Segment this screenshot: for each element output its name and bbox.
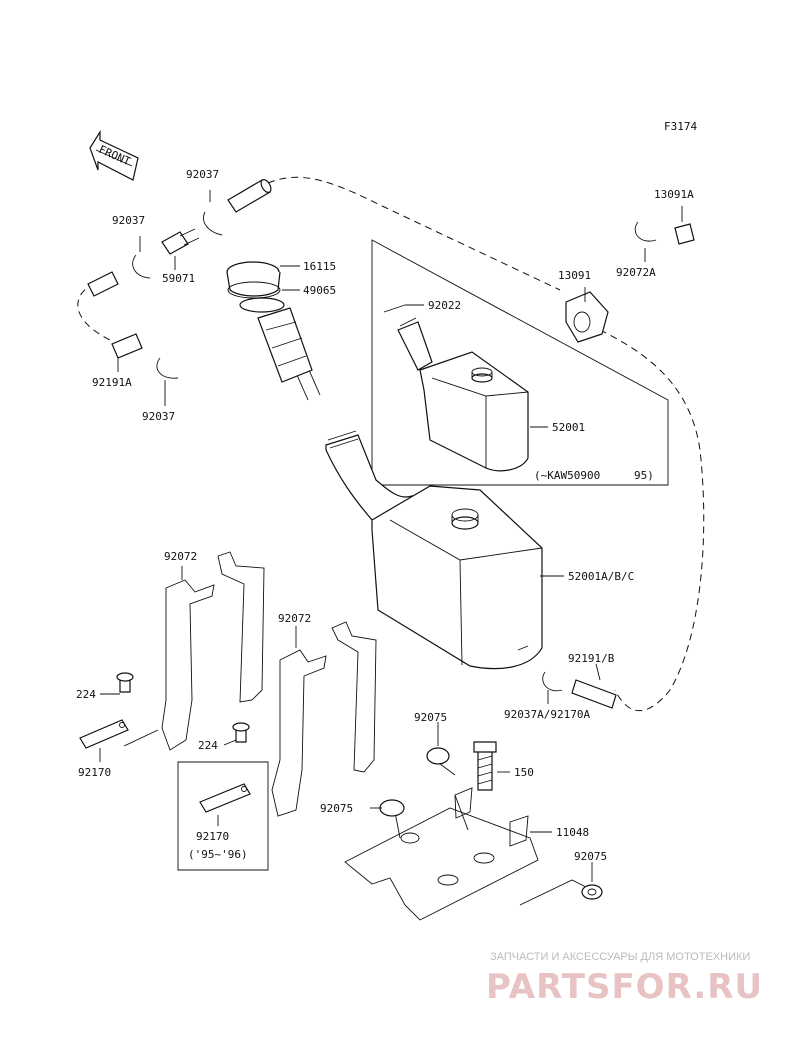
label-11048: 11048 [556, 826, 589, 839]
label-49065: 49065 [303, 284, 336, 297]
base-plate-11048 [344, 741, 603, 921]
strap-set-left [79, 551, 265, 751]
label-92022: 92022 [428, 299, 461, 312]
label-150: 150 [514, 766, 534, 779]
bumper-13091 [565, 291, 609, 343]
clamp-92037-left [132, 254, 151, 279]
label-92170-box: 92170 [196, 830, 229, 843]
hose-short-left [87, 271, 119, 297]
clamp-92037-low [156, 357, 179, 379]
hose-92191a [111, 333, 143, 359]
clip-92022 [383, 304, 406, 313]
washer-92075-right [581, 884, 603, 900]
label-224-mid: 224 [198, 739, 218, 752]
early-model-tank-group [371, 239, 669, 486]
tank-52001 [419, 351, 529, 472]
label-224-top: 224 [76, 688, 96, 701]
label-92170-left: 92170 [78, 766, 111, 779]
clamp-92037-top [203, 211, 223, 236]
clamp-92072a [634, 221, 657, 242]
figure-code: F3174 [664, 120, 697, 133]
nut-13091a [674, 223, 695, 245]
label-52001abc: 52001A/B/C [568, 570, 634, 583]
bolt-150 [477, 749, 493, 791]
filler-neck-assembly [226, 261, 313, 383]
label-16115: 16115 [303, 260, 336, 273]
watermark-brand: PARTSFOR.RU [486, 967, 763, 1007]
label-92037-left: 92037 [112, 214, 145, 227]
label-92075-mid: 92075 [320, 802, 353, 815]
label-92037-top: 92037 [186, 168, 219, 181]
valve-59071 [161, 231, 189, 255]
note-kaw50900: (~KAW50900 [534, 469, 600, 482]
watermark: ЗАПЧАСТИ И АКСЕССУАРЫ ДЛЯ МОТОТЕХНИКИ PA… [486, 951, 763, 1007]
label-13091: 13091 [558, 269, 591, 282]
grommet-92075-top [426, 747, 450, 765]
strap-set-middle [177, 621, 377, 871]
watermark-tagline: ЗАПЧАСТИ И АКСЕССУАРЫ ДЛЯ МОТОТЕХНИКИ [490, 951, 750, 963]
grommet-92075-mid [379, 799, 405, 817]
strap-92170-box [199, 783, 251, 813]
label-13091a: 13091A [654, 188, 694, 201]
note-95: 95) [634, 469, 654, 482]
label-92075-right: 92075 [574, 850, 607, 863]
label-92072a: 92072A [616, 266, 656, 279]
label-52001: 52001 [552, 421, 585, 434]
label-92072-left: 92072 [164, 550, 197, 563]
label-92072-mid: 92072 [278, 612, 311, 625]
front-arrow-icon: FRONT [89, 129, 139, 181]
label-92037a-92170a: 92037A/92170A [504, 708, 590, 721]
label-92075-top: 92075 [414, 711, 447, 724]
variant-box [177, 761, 269, 871]
filler-strainer [257, 307, 313, 383]
main-tank-52001abc [325, 430, 543, 670]
strap-92170-left [79, 719, 129, 749]
part-labels: 92037 92037 59071 92191A 92037 16115 490… [76, 168, 694, 863]
label-59071: 59071 [162, 272, 195, 285]
clamp-92037a [542, 671, 563, 692]
label-92037-low: 92037 [142, 410, 175, 423]
label-92191a: 92191A [92, 376, 132, 389]
hose-92191b [542, 671, 617, 709]
upper-hose-assembly [87, 179, 272, 379]
leader-lines [99, 190, 683, 882]
note-95-96: ('95~'96) [188, 848, 248, 861]
label-92191b: 92191/B [568, 652, 615, 665]
bumper-parts [565, 221, 695, 343]
gasket-49065 [239, 297, 285, 313]
